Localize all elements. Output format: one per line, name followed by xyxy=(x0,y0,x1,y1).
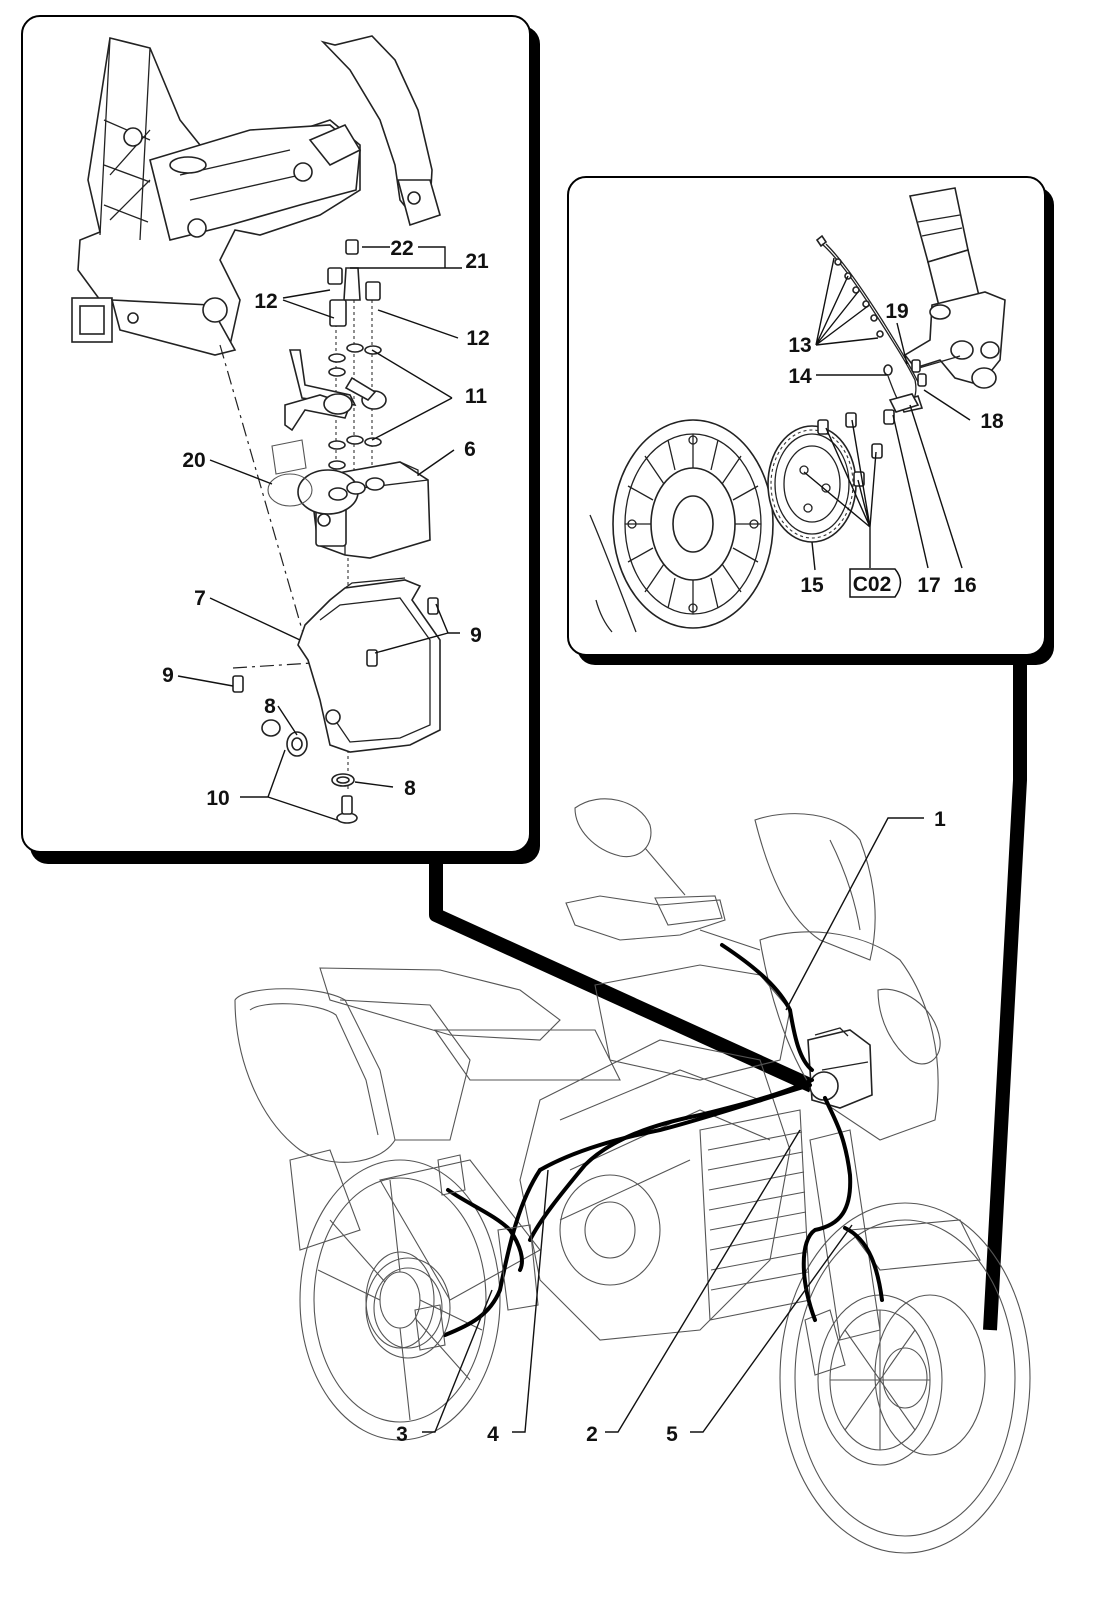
callout-2: 2 xyxy=(586,1423,598,1446)
motorcycle-overview xyxy=(234,798,1031,1554)
callout-12-right: 12 xyxy=(466,327,489,350)
callout-3: 3 xyxy=(396,1423,408,1446)
callout-11: 11 xyxy=(465,385,488,408)
abs-tone-ring xyxy=(767,425,857,543)
callout-8-top: 8 xyxy=(264,695,276,718)
callout-6: 6 xyxy=(464,438,476,461)
callout-connectors xyxy=(429,655,1027,1331)
callout-14: 14 xyxy=(788,365,812,388)
callout-7: 7 xyxy=(194,587,206,610)
speed-sensor-cable xyxy=(815,234,927,413)
callout-19: 19 xyxy=(885,300,908,323)
callout-17: 17 xyxy=(917,574,940,597)
abs-modulator-unit xyxy=(297,461,431,559)
callout-8-bottom: 8 xyxy=(404,777,416,800)
callout-15: 15 xyxy=(800,574,824,597)
callout-18: 18 xyxy=(980,410,1004,433)
brake-line-front xyxy=(720,943,814,1072)
callout-13: 13 xyxy=(788,334,811,357)
callout-4: 4 xyxy=(487,1423,499,1446)
callout-9-right: 9 xyxy=(470,624,482,647)
tone-ring-bolts xyxy=(817,393,920,487)
fasteners xyxy=(232,597,439,824)
callout-20: 20 xyxy=(182,449,205,472)
abs-mounting-bracket xyxy=(71,35,441,356)
hydraulic-fittings xyxy=(284,239,387,470)
c02-reference-box xyxy=(849,568,902,598)
wheel-sensor-detail-panel: C02 13 14 19 18 15 17 16 xyxy=(567,176,1054,665)
overview-callouts: 1 3 4 2 5 xyxy=(396,808,946,1446)
callout-22: 22 xyxy=(390,237,413,260)
callout-5: 5 xyxy=(666,1423,678,1446)
alignment-line-screw xyxy=(232,659,361,669)
reference-c02: C02 xyxy=(853,573,892,596)
sensor-panel-leaders xyxy=(803,257,971,571)
label-sticker xyxy=(267,439,313,507)
callout-9-left: 9 xyxy=(162,664,174,687)
abs-panel-leaders xyxy=(177,246,462,821)
callout-21: 21 xyxy=(465,250,489,273)
callout-16: 16 xyxy=(953,574,976,597)
front-brake-disc xyxy=(589,419,774,633)
front-fork xyxy=(903,187,1006,389)
callout-10: 10 xyxy=(206,787,229,810)
callout-12-left: 12 xyxy=(254,290,277,313)
abs-detail-panel: 22 21 12 12 11 6 20 7 9 9 8 8 10 xyxy=(21,15,540,864)
alignment-line-bracket xyxy=(219,344,306,641)
callout-1: 1 xyxy=(934,808,946,831)
